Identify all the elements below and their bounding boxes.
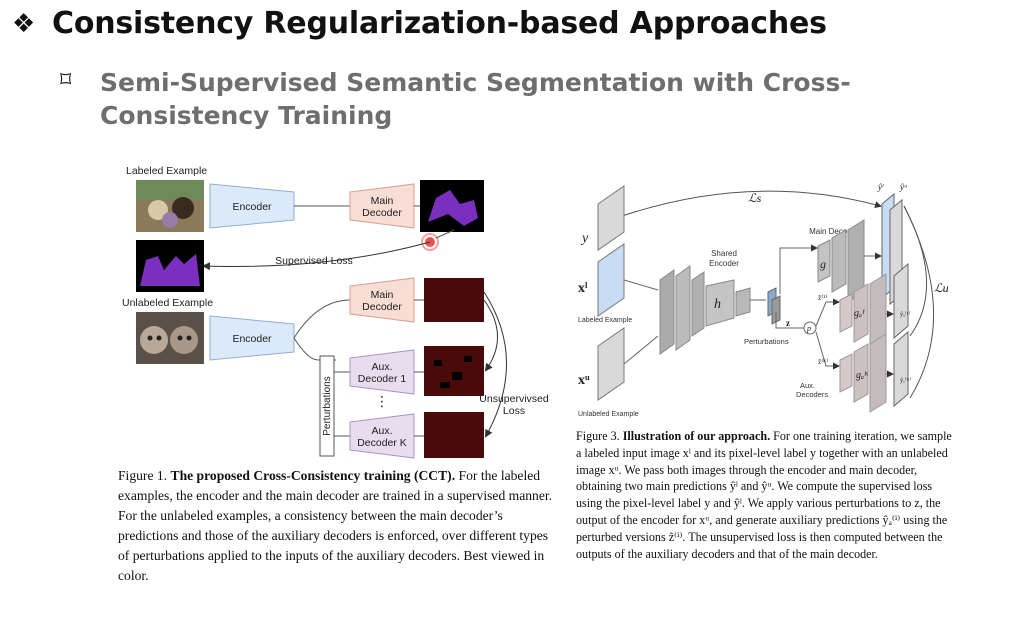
more-decoders-dots: ⋮ — [375, 393, 389, 409]
figure-3-diagram: ℒs y xˡ Labeled Example xᵘ Unlabeled Exa… — [578, 182, 949, 418]
svg-text:ŷᵘ: ŷᵘ — [899, 182, 907, 192]
aux-prediction-k — [893, 330, 909, 408]
unsupervised-loss-symbol: ℒu — [934, 281, 949, 295]
unlabeled-image-plane — [597, 327, 625, 401]
svg-text:Shared: Shared — [711, 249, 737, 258]
aux-decoder-k — [839, 333, 887, 413]
supervised-loss-label: Supervised Loss — [275, 255, 353, 267]
svg-text:Loss: Loss — [503, 405, 525, 417]
unlabeled-example-caption: Unlabeled Example — [578, 411, 639, 418]
ground-truth-mask — [136, 240, 204, 292]
svg-text:Encoder: Encoder — [709, 259, 739, 268]
main-decoder-caption: Main Decoder — [809, 227, 859, 236]
svg-text:Aux.: Aux. — [371, 361, 392, 373]
svg-text:Aux.: Aux. — [371, 425, 392, 437]
supervised-loss-symbol: ℒs — [748, 191, 762, 205]
unlabeled-example-label: Unlabeled Example — [122, 297, 213, 309]
unlabeled-photo — [136, 312, 204, 364]
feature-z-symbol: z — [786, 318, 790, 328]
feature-z-unlabeled — [771, 295, 781, 325]
encoder-box-unlabeled — [209, 315, 295, 361]
svg-text:p: p — [806, 324, 811, 333]
main-decoder-box — [349, 183, 415, 229]
aux-decoder-k-box — [349, 413, 415, 459]
slide-title-row: ❖ Consistency Regularization-based Appro… — [12, 6, 827, 41]
svg-text:Decoders: Decoders — [796, 390, 828, 399]
slide-title: Consistency Regularization-based Approac… — [52, 6, 827, 41]
svg-text:ŷˡ: ŷˡ — [877, 182, 884, 192]
diamond-bullet-icon: ❖ — [12, 8, 36, 39]
labeled-example-label: Labeled Example — [126, 165, 207, 177]
label-y-symbol: y — [580, 231, 589, 246]
encoder-label: Encoder — [232, 201, 272, 213]
encoder-box — [209, 183, 295, 229]
svg-text:Decoder K: Decoder K — [357, 437, 407, 449]
label-y-plane — [597, 185, 625, 251]
perturbation-node — [803, 321, 817, 335]
main-prediction-map-unlabeled — [424, 278, 484, 322]
svg-text:Main: Main — [371, 289, 394, 301]
main-decoder-box-unlabeled — [349, 277, 415, 323]
svg-text:Aux.: Aux. — [800, 381, 815, 390]
svg-text:z̃⁽¹⁾: z̃⁽¹⁾ — [818, 293, 827, 302]
figure-3-caption: Figure 3. Illustration of our approach. … — [576, 429, 952, 561]
svg-text:z̃⁽ᴷ⁾: z̃⁽ᴷ⁾ — [818, 357, 829, 366]
perturbations-label: Perturbations — [322, 376, 333, 435]
aux-prediction-1 — [893, 262, 909, 340]
encoder-label-unlabeled: Encoder — [232, 333, 272, 345]
labeled-prediction-map — [420, 180, 484, 232]
svg-text:Unsupervivsed: Unsupervivsed — [479, 393, 549, 405]
square-bullet-icon: ⌑ — [60, 68, 72, 93]
encoder-h-symbol: h — [714, 297, 721, 312]
figure-1-caption: Figure 1. The proposed Cross-Consistency… — [118, 468, 553, 583]
svg-text:ŷₐ⁽¹⁾: ŷₐ⁽¹⁾ — [900, 310, 911, 318]
aux-decoder-1-box — [349, 349, 415, 395]
svg-text:gₐᴷ: gₐᴷ — [856, 370, 869, 381]
perturbations-box — [319, 355, 335, 457]
svg-text:gₐ¹: gₐ¹ — [854, 308, 865, 319]
aux-prediction-map-1 — [424, 346, 484, 396]
svg-text:Decoder: Decoder — [362, 301, 402, 313]
slide-subtitle: Semi-Supervised Semantic Segmentation wi… — [100, 68, 851, 130]
labeled-input-symbol: xˡ — [578, 281, 588, 296]
svg-text:ŷₐ⁽ᴷ⁾: ŷₐ⁽ᴷ⁾ — [900, 376, 912, 384]
aux-decoder-1 — [839, 273, 887, 353]
labeled-example-caption: Labeled Example — [578, 317, 632, 324]
main-decoder-g-symbol: g — [820, 257, 826, 271]
aux-prediction-map-k — [424, 412, 484, 458]
main-decoder-label-line1: Main — [371, 195, 394, 207]
labeled-photo — [136, 180, 204, 232]
slide-subtitle-row: ⌑ Semi-Supervised Semantic Segmentation … — [60, 66, 900, 132]
labeled-image-plane — [597, 243, 625, 317]
main-decoder-g — [817, 219, 865, 303]
unlabeled-input-symbol: xᵘ — [578, 373, 590, 388]
shared-encoder — [659, 265, 751, 355]
svg-text:Decoder 1: Decoder 1 — [358, 373, 407, 385]
main-decoder-label-line2: Decoder — [362, 207, 402, 219]
perturbations-caption: Perturbations — [744, 337, 789, 346]
figure-1-diagram: Labeled Example Encoder Main Decoder Sup… — [122, 165, 549, 459]
